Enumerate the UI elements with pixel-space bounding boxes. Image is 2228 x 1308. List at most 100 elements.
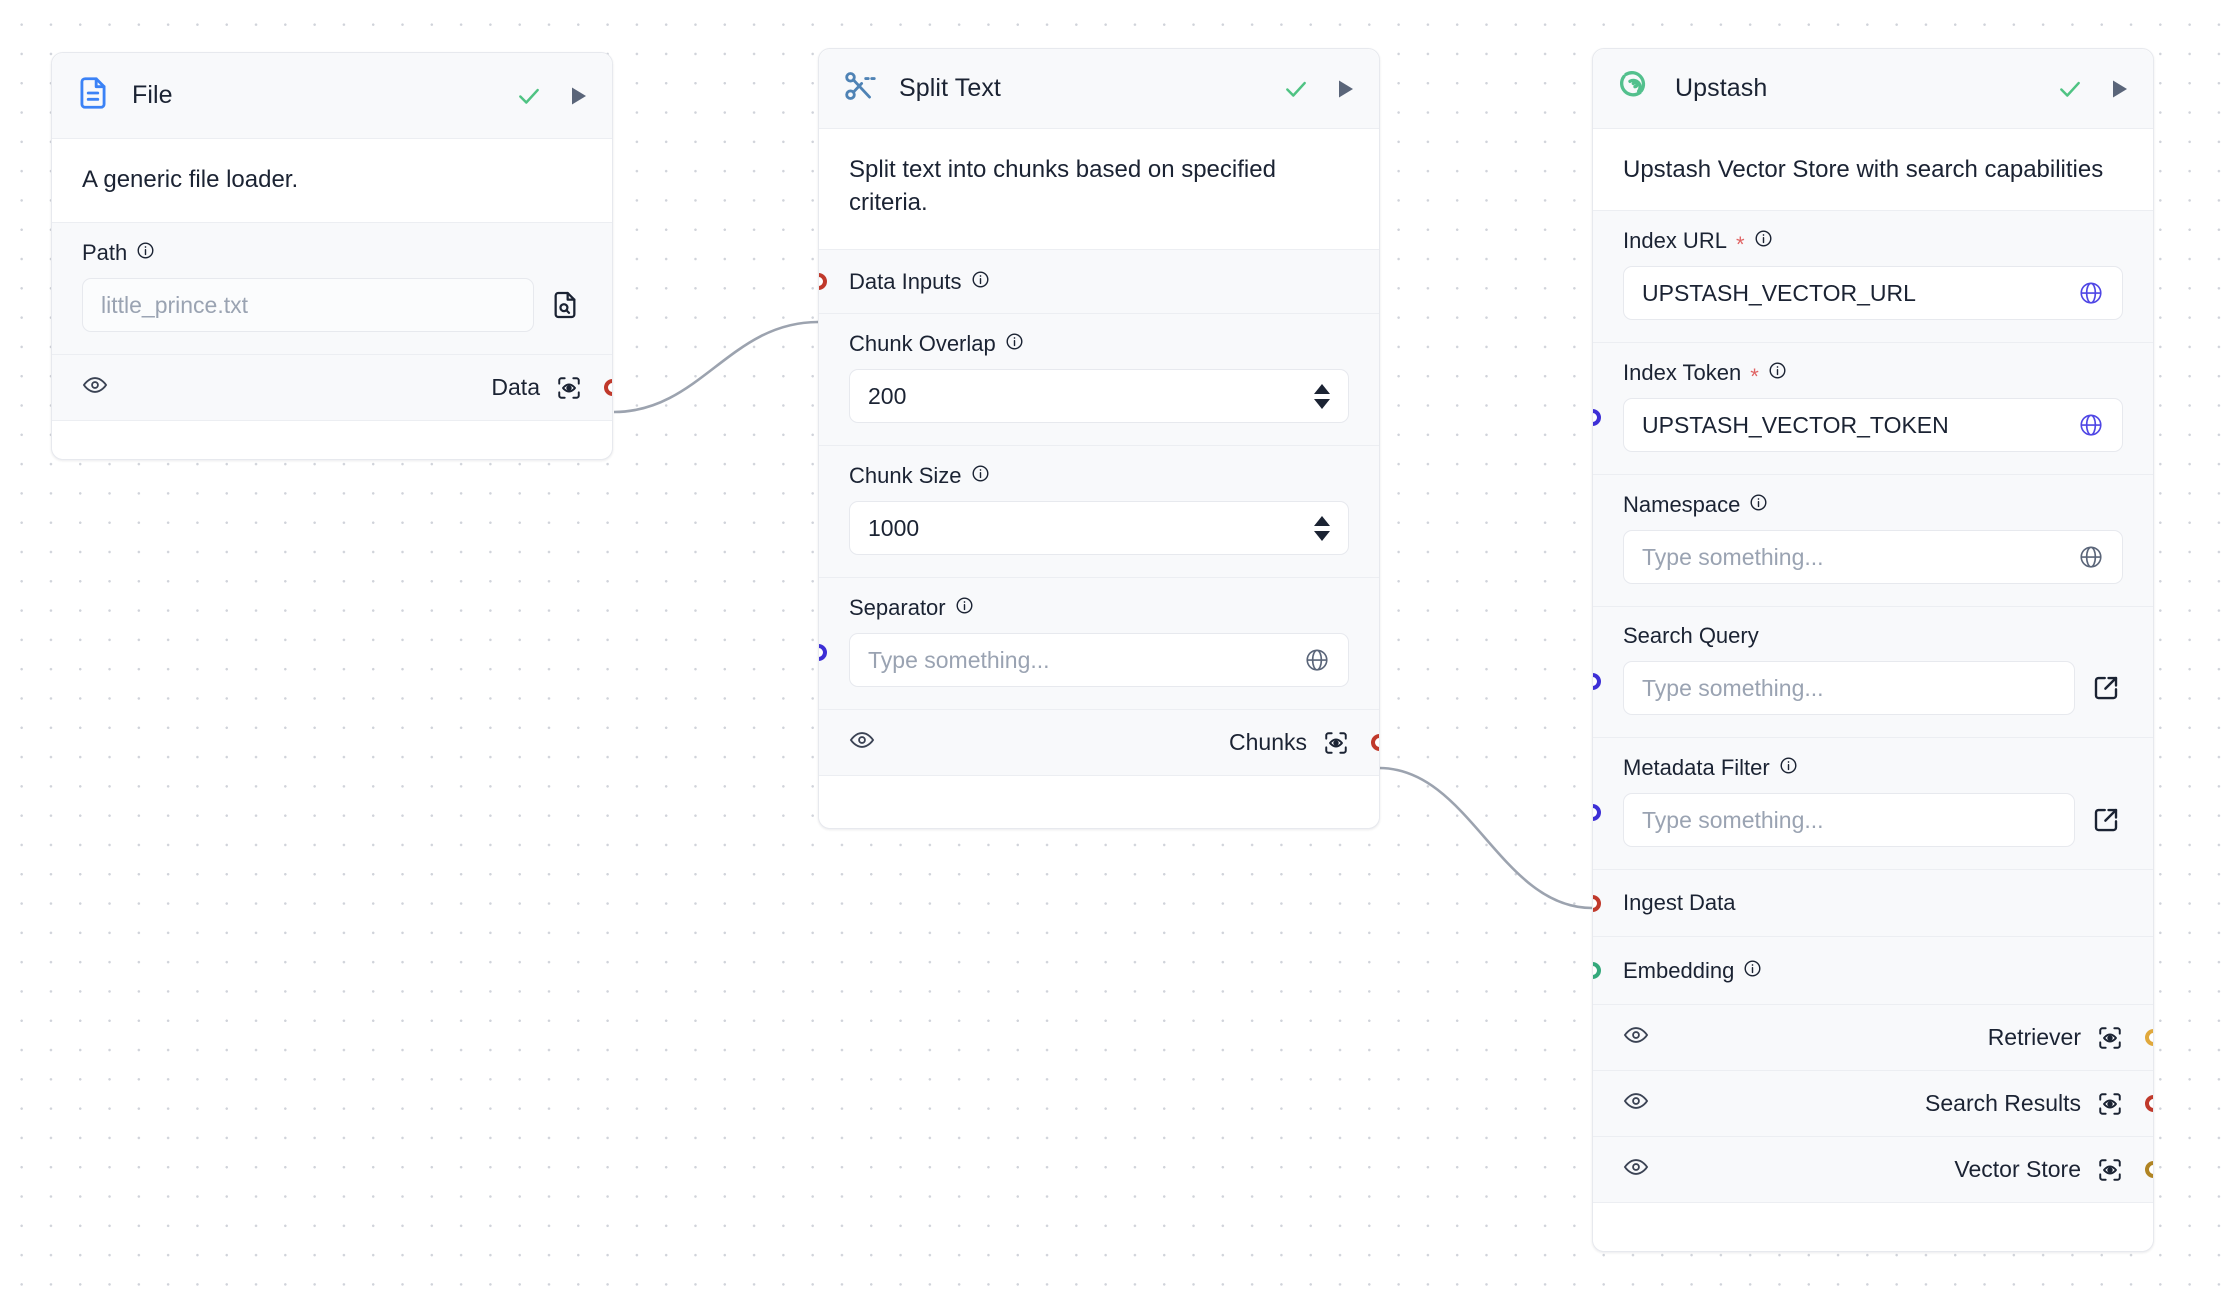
info-icon[interactable]: [971, 270, 990, 293]
eye-icon[interactable]: [849, 727, 875, 758]
handle-input-metadata-filter[interactable]: [1593, 804, 1601, 822]
handle-input-ingest-data[interactable]: [1593, 895, 1601, 913]
handle-input-index-token[interactable]: [1593, 409, 1601, 427]
index-token-value: UPSTASH_VECTOR_TOKEN: [1642, 411, 1949, 438]
eye-icon[interactable]: [1623, 1088, 1649, 1119]
chunk-overlap-value: 200: [868, 382, 907, 409]
info-icon[interactable]: [971, 464, 990, 487]
field-namespace-label-row: Namespace: [1623, 493, 2123, 516]
field-index-url[interactable]: Index URL * UPSTASH_VECTOR_URL: [1593, 211, 2153, 344]
handle-output-search-results[interactable]: [2145, 1095, 2153, 1113]
scan-eye-icon[interactable]: [2097, 1091, 2123, 1117]
index-url-value: UPSTASH_VECTOR_URL: [1642, 279, 1916, 306]
output-retriever-label: Retriever: [1987, 1024, 2081, 1051]
required-marker: *: [1735, 231, 1745, 257]
output-row-chunks[interactable]: Chunks: [819, 710, 1379, 777]
chunk-overlap-input[interactable]: 200: [849, 369, 1349, 424]
input-row-ingest-data[interactable]: Ingest Data: [1593, 870, 2153, 938]
globe-icon[interactable]: [1304, 647, 1330, 673]
handle-input-data-inputs[interactable]: [819, 273, 827, 291]
field-namespace[interactable]: Namespace Type something...: [1593, 475, 2153, 608]
output-chunks-label-group: Chunks: [1229, 729, 1349, 756]
namespace-input[interactable]: Type something...: [1623, 530, 2123, 585]
input-row-embedding[interactable]: Embedding: [1593, 937, 2153, 1006]
globe-icon[interactable]: [2078, 544, 2104, 570]
metadata-filter-input[interactable]: Type something...: [1623, 793, 2075, 848]
search-query-input[interactable]: Type something...: [1623, 661, 2075, 716]
play-icon[interactable]: [1333, 76, 1357, 102]
external-link-icon[interactable]: [2089, 803, 2123, 837]
handle-input-embedding[interactable]: [1593, 962, 1601, 980]
node-upstash-header[interactable]: Upstash: [1593, 49, 2153, 129]
scan-eye-icon[interactable]: [2097, 1025, 2123, 1051]
file-search-icon[interactable]: [548, 288, 582, 322]
separator-placeholder: Type something...: [868, 646, 1050, 673]
input-data-inputs-label-row: Data Inputs: [849, 270, 1349, 293]
field-index-token[interactable]: Index Token * UPSTASH_VECTOR_TOKEN: [1593, 343, 2153, 476]
eye-icon[interactable]: [1623, 1154, 1649, 1185]
field-chunk-overlap-label-row: Chunk Overlap: [849, 332, 1349, 355]
info-icon[interactable]: [1743, 959, 1762, 982]
node-split-text-title: Split Text: [899, 74, 1001, 102]
chunk-size-value: 1000: [868, 514, 920, 541]
info-icon[interactable]: [1005, 332, 1024, 355]
field-search-query[interactable]: Search Query Type something...: [1593, 607, 2153, 739]
check-icon[interactable]: [1283, 76, 1309, 102]
path-input-value: little_prince.txt: [101, 291, 249, 318]
globe-icon[interactable]: [2078, 412, 2104, 438]
chunk-size-stepper[interactable]: [1314, 515, 1330, 541]
check-icon[interactable]: [516, 83, 542, 109]
node-upstash[interactable]: Upstash Upstash Vector Store with search…: [1592, 48, 2154, 1253]
node-split-text[interactable]: Split Text Split text into chunks based …: [818, 48, 1380, 830]
globe-icon[interactable]: [2078, 280, 2104, 306]
field-metadata-filter[interactable]: Metadata Filter Type something...: [1593, 738, 2153, 871]
field-chunk-overlap[interactable]: Chunk Overlap 200: [819, 314, 1379, 447]
required-marker: *: [1750, 363, 1759, 389]
info-icon[interactable]: [1768, 361, 1787, 384]
output-row-retriever[interactable]: Retriever: [1593, 1005, 2153, 1072]
chunk-overlap-stepper[interactable]: [1314, 383, 1330, 409]
index-token-input[interactable]: UPSTASH_VECTOR_TOKEN: [1623, 398, 2123, 453]
play-icon[interactable]: [2107, 76, 2131, 102]
field-chunk-size[interactable]: Chunk Size 1000: [819, 446, 1379, 579]
handle-output-vector-store[interactable]: [2145, 1161, 2153, 1179]
node-split-text-header[interactable]: Split Text: [819, 49, 1379, 129]
separator-input[interactable]: Type something...: [849, 633, 1349, 688]
info-icon[interactable]: [1749, 493, 1768, 516]
input-embedding-label-row: Embedding: [1623, 959, 2123, 982]
index-url-input[interactable]: UPSTASH_VECTOR_URL: [1623, 266, 2123, 321]
info-icon[interactable]: [1754, 229, 1773, 252]
output-row-vector-store[interactable]: Vector Store: [1593, 1137, 2153, 1204]
play-icon[interactable]: [566, 83, 590, 109]
handle-output-chunks[interactable]: [1371, 734, 1379, 752]
info-icon[interactable]: [136, 241, 155, 264]
scan-eye-icon[interactable]: [2097, 1157, 2123, 1183]
field-path[interactable]: Path little_prince.txt: [52, 223, 612, 356]
info-icon[interactable]: [1779, 756, 1798, 779]
input-embedding-label: Embedding: [1623, 957, 1735, 983]
field-namespace-label: Namespace: [1623, 491, 1741, 517]
handle-input-separator[interactable]: [819, 644, 827, 662]
handle-output-data[interactable]: [604, 379, 612, 397]
field-index-url-label-row: Index URL *: [1623, 229, 2123, 255]
info-icon[interactable]: [955, 596, 974, 619]
eye-icon[interactable]: [1623, 1022, 1649, 1053]
node-file[interactable]: File A generic file loader. Path: [51, 52, 613, 461]
field-separator[interactable]: Separator Type something...: [819, 578, 1379, 711]
field-separator-label-row: Separator: [849, 596, 1349, 619]
chunk-size-input[interactable]: 1000: [849, 501, 1349, 556]
output-row-search-results[interactable]: Search Results: [1593, 1071, 2153, 1138]
output-row-data[interactable]: Data: [52, 355, 612, 422]
eye-icon[interactable]: [82, 372, 108, 403]
handle-input-search-query[interactable]: [1593, 673, 1601, 691]
check-icon[interactable]: [2057, 76, 2083, 102]
input-row-data-inputs[interactable]: Data Inputs: [819, 250, 1379, 315]
node-file-header[interactable]: File: [52, 53, 612, 139]
handle-output-retriever[interactable]: [2145, 1029, 2153, 1047]
metadata-filter-placeholder: Type something...: [1642, 806, 1824, 833]
external-link-icon[interactable]: [2089, 671, 2123, 705]
scan-eye-icon[interactable]: [556, 375, 582, 401]
scan-eye-icon[interactable]: [1323, 730, 1349, 756]
path-input[interactable]: little_prince.txt: [82, 278, 534, 333]
